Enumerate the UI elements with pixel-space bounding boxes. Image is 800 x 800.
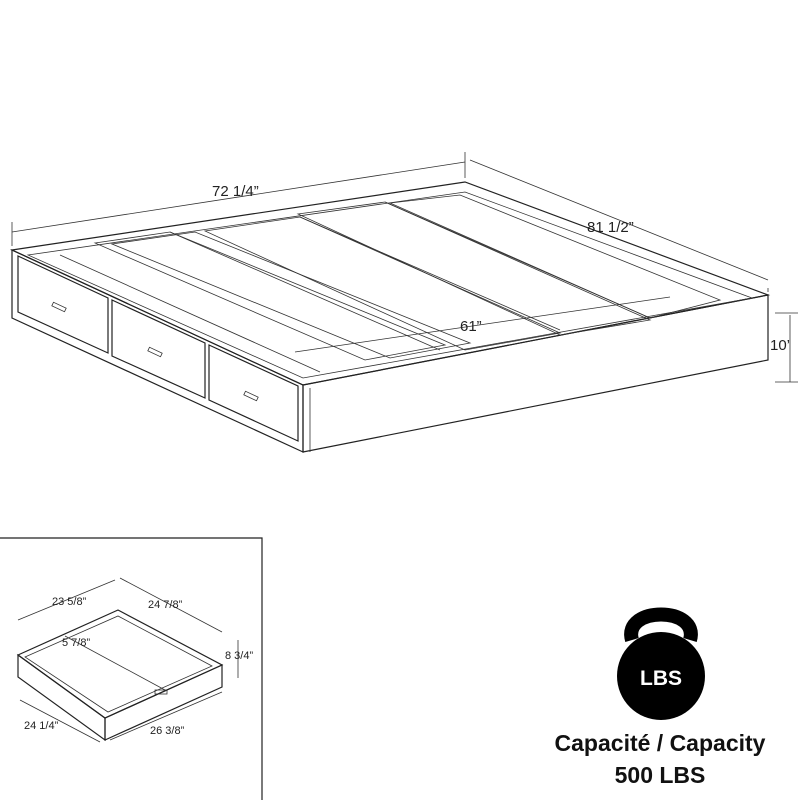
capacity-value: 500 LBS [614, 762, 706, 788]
bed-width-label: 72 1/4” [212, 183, 259, 200]
bed-length-label: 81 1/2” [587, 219, 634, 236]
inset-border [0, 537, 263, 800]
bed-drawing [9, 152, 798, 453]
kettlebell-icon [617, 607, 705, 720]
drawer-inset [0, 537, 263, 800]
bed-slats [59, 194, 722, 373]
kettlebell-label: LBS [640, 667, 682, 690]
drawer-side-face [104, 664, 223, 741]
bed-height-label: 10’ [770, 337, 790, 354]
capacity-title: Capacité / Capacity [554, 730, 766, 756]
bed-dimension-lines [11, 152, 798, 383]
bed-inner-label: 61” [460, 318, 482, 335]
bed-side-face [302, 294, 769, 453]
drawer-depth-label: 23 5/8” [52, 596, 87, 608]
drawer-front-label: 24 1/4” [24, 720, 59, 732]
drawer-width-label: 24 7/8” [148, 599, 183, 611]
bed-drawers [17, 255, 299, 442]
drawer-top-outline [16, 609, 224, 719]
drawer-height-label: 8 3/4” [225, 650, 253, 662]
bed-top-outline [9, 181, 771, 386]
drawer-inner-height-label: 5 7/8” [62, 637, 90, 649]
drawer-side-label: 26 3/8” [150, 725, 185, 737]
